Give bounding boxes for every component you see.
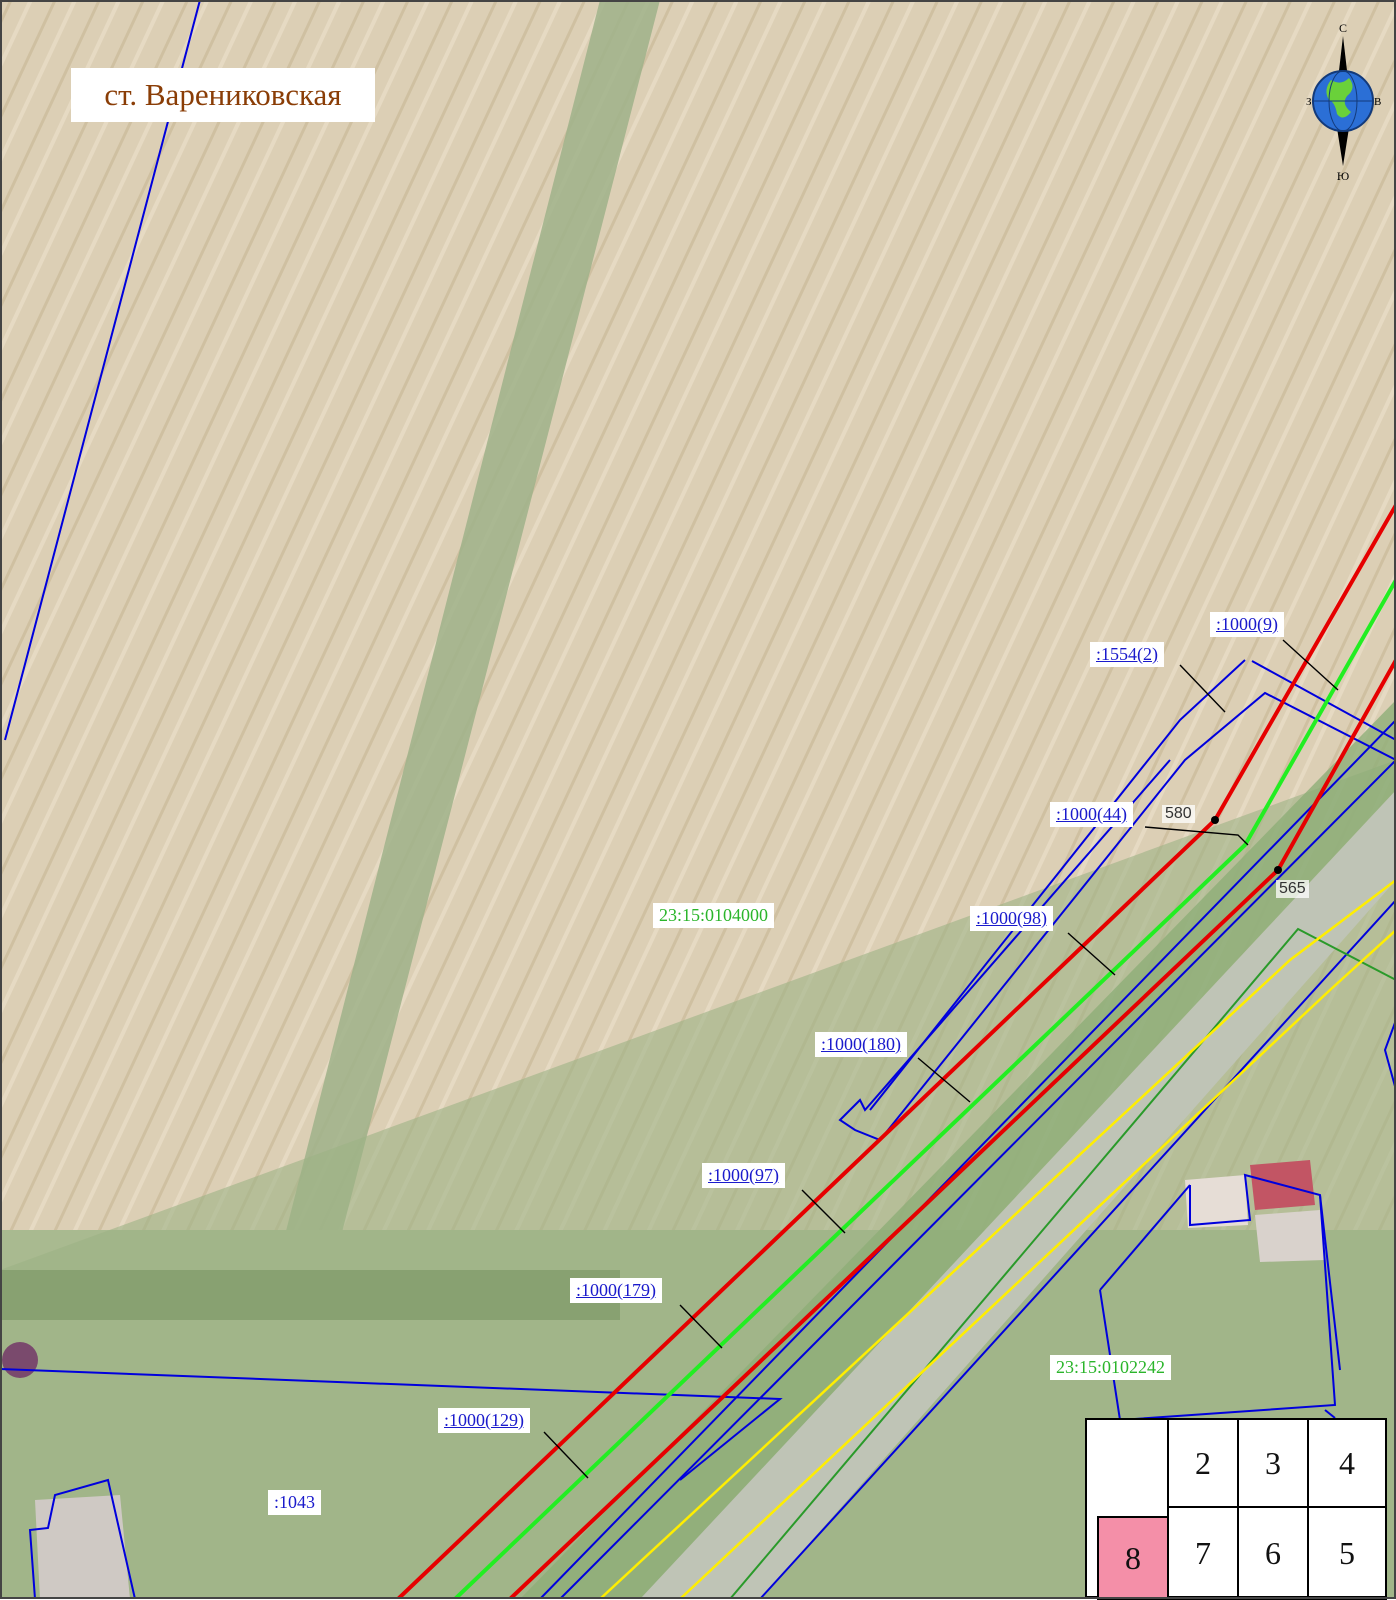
- building-1: [1185, 1175, 1248, 1228]
- building-3: [35, 1495, 130, 1599]
- sheet-4[interactable]: 4: [1307, 1418, 1387, 1508]
- pond: [2, 1342, 38, 1378]
- label-1043[interactable]: :1043: [268, 1490, 322, 1515]
- label-1000-9[interactable]: :1000(9): [1210, 612, 1284, 637]
- point-565-label: 565: [1276, 880, 1309, 898]
- parcel-road-edge-1: [559, 759, 1396, 1599]
- compass-west-label: З: [1306, 96, 1312, 108]
- parcel-road-edge-2: [759, 899, 1396, 1599]
- label-1000-129[interactable]: :1000(129): [438, 1408, 530, 1433]
- leader-1000-180: [917, 1057, 971, 1103]
- label-1000-98[interactable]: :1000(98): [970, 906, 1053, 931]
- leader-1000-129: [543, 1431, 589, 1479]
- leader-1554-2: [1179, 664, 1226, 713]
- label-1000-97[interactable]: :1000(97): [702, 1163, 785, 1188]
- parcel-1000-road: [869, 659, 1246, 1111]
- globe-land: [1326, 78, 1353, 118]
- parcel-village-1: [1189, 1173, 1341, 1371]
- green-line: [453, 579, 1396, 1599]
- compass-needle-south: [1337, 128, 1349, 166]
- label-1554-2[interactable]: :1554(2): [1090, 642, 1164, 667]
- sheet-3[interactable]: 3: [1237, 1418, 1309, 1508]
- tree-belt: [285, 0, 660, 1240]
- point-580-marker: [1211, 816, 1219, 824]
- roadside-green: [520, 700, 1396, 1599]
- sheet-7[interactable]: 7: [1167, 1506, 1239, 1600]
- compass-north-label: С: [1339, 21, 1347, 35]
- label-quarter-left[interactable]: 23:15:0104000: [653, 903, 775, 928]
- parcel-village-3: [1099, 1184, 1191, 1291]
- sheet-2[interactable]: 2: [1167, 1418, 1239, 1508]
- yellow-line-1: [599, 879, 1396, 1599]
- leader-1000-98: [1067, 932, 1116, 976]
- compass-east-label: В: [1374, 96, 1381, 108]
- label-1000-179[interactable]: :1000(179): [570, 1278, 662, 1303]
- compass-rose-icon: С Ю З В: [1306, 21, 1381, 183]
- building-2: [1255, 1210, 1325, 1262]
- leader-1000-97: [801, 1189, 846, 1234]
- point-565-marker: [1274, 866, 1282, 874]
- compass-south-label: Ю: [1337, 169, 1349, 183]
- parcel-house: [28, 1478, 136, 1599]
- leader-1000-179: [679, 1304, 723, 1349]
- parcel-village-4: [1324, 1409, 1336, 1419]
- label-quarter-right[interactable]: 23:15:0102242: [1050, 1355, 1172, 1380]
- sheet-8-current[interactable]: 8: [1097, 1516, 1169, 1600]
- yellow-line-2: [679, 929, 1396, 1599]
- label-1000-180[interactable]: :1000(180): [815, 1032, 907, 1057]
- point-580-label: 580: [1162, 805, 1195, 823]
- leader-1000-9: [1282, 639, 1339, 691]
- map-title: ст. Варениковская: [71, 68, 375, 122]
- sheet-6[interactable]: 6: [1237, 1506, 1309, 1600]
- label-1000-44[interactable]: :1000(44): [1050, 802, 1133, 827]
- parcel-right-edge: [1383, 1019, 1396, 1091]
- sheet-index-grid: 2 3 4 8 7 6 5: [1085, 1418, 1387, 1600]
- parcel-road-edge-3: [539, 719, 1396, 1599]
- hedge-row: [0, 1270, 620, 1320]
- grass-strip: [0, 760, 1396, 1599]
- sheet-5[interactable]: 5: [1307, 1506, 1387, 1600]
- parcel-boundary-left: [4, 0, 201, 741]
- leader-lines: [543, 639, 1339, 1479]
- leader-1000-44: [1144, 826, 1249, 846]
- parcel-boundary-bottom-left: [0, 1368, 783, 1481]
